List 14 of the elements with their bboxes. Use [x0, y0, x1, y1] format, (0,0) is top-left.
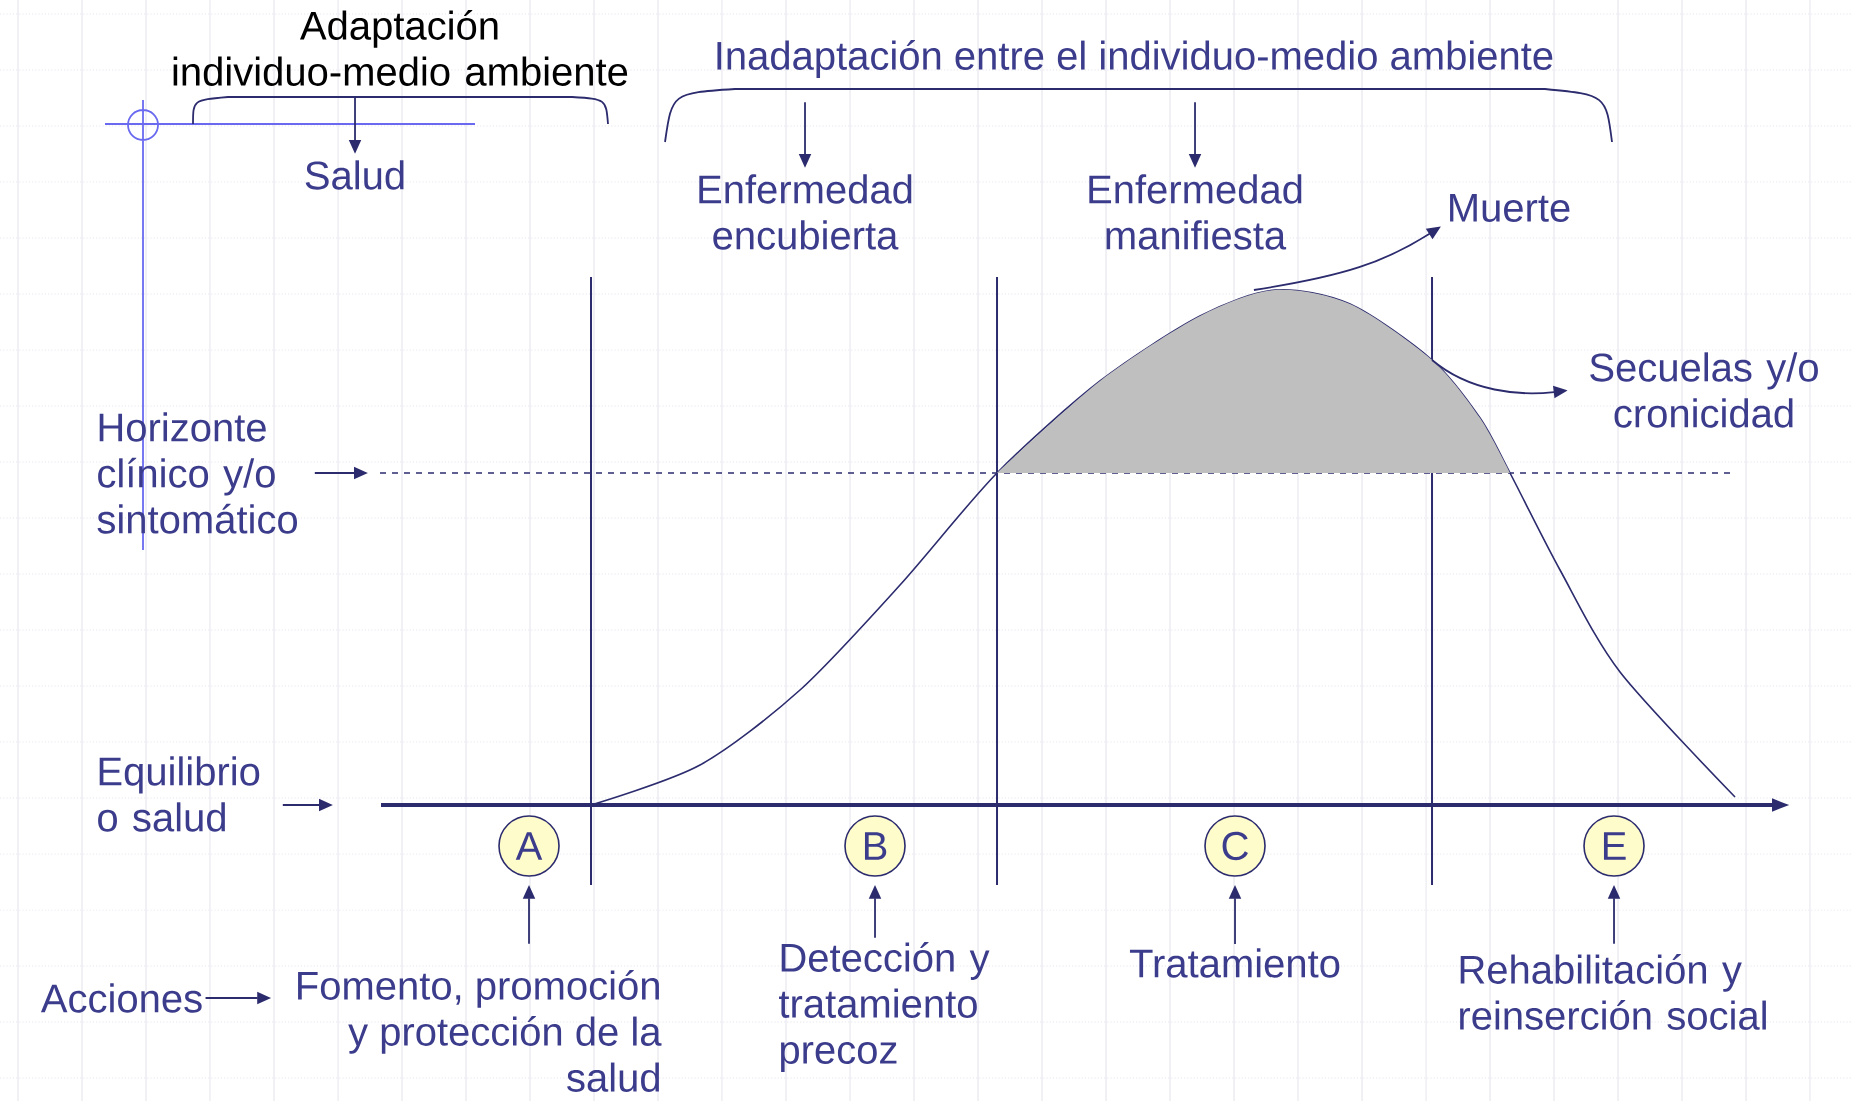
- annotation-text: Secuelas y/o cronicidad: [1590, 352, 1818, 428]
- annotation-text: Fomento, promoción y protección de la salud: [298, 970, 662, 1092]
- annotation-text: Rehabilitación y reinserción social: [1460, 954, 1766, 1030]
- annotation-text: Detección y tratamiento precoz: [779, 942, 990, 1072]
- annotation-text: Equilibrio o salud: [98, 756, 260, 832]
- heading-text: Inadaptación entre el individuo-medio ambiente: [717, 40, 1553, 78]
- annotation-text: Acciones: [40, 983, 202, 1013]
- annotation-text: Salud: [305, 160, 404, 190]
- heading-text: Adaptación individuo-medio ambiente: [173, 10, 628, 86]
- annotation-text: Enfermedad manifiesta: [1089, 174, 1302, 250]
- annotation-text: Enfermedad encubierta: [699, 174, 912, 250]
- shaded-area: [997, 289, 1510, 473]
- annotation-text: Muerte: [1450, 194, 1570, 222]
- annotation-text: Tratamiento: [1129, 948, 1340, 978]
